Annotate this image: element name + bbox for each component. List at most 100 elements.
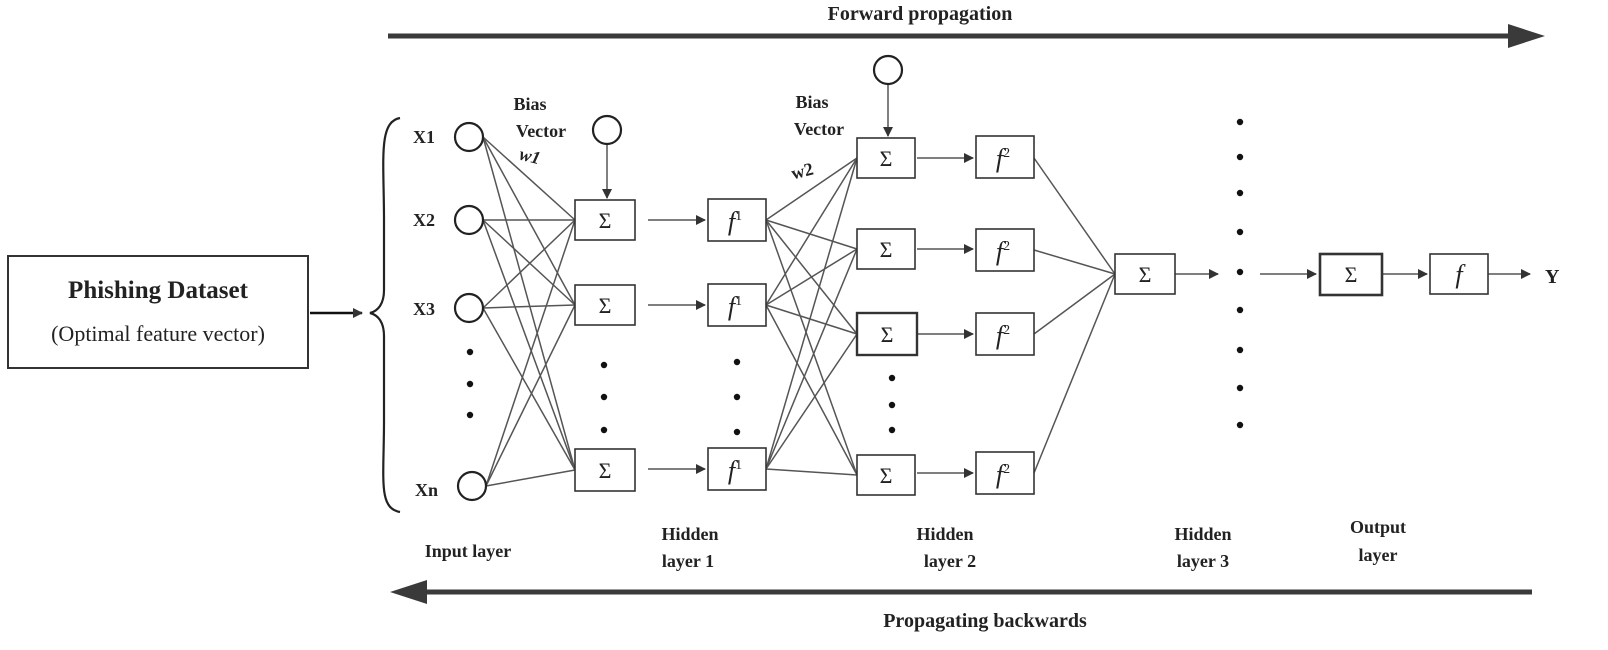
svg-text:f1: f1: [728, 207, 742, 236]
activation-f1-exponent: 1: [735, 209, 742, 224]
weight-line: [765, 468, 858, 476]
h2-sum-box-1: Σ: [856, 137, 916, 179]
hidden-layer-3-label-line2: layer 3: [1177, 551, 1229, 571]
sum-symbol: Σ: [881, 322, 894, 347]
weight-line: [1033, 273, 1116, 335]
svg-text:f2: f2: [996, 237, 1010, 266]
activation-f2-exponent: 2: [1003, 239, 1010, 254]
w1-label: w1: [517, 144, 542, 168]
weight-line: [1033, 249, 1116, 275]
bias2-vector-label: Vector: [794, 119, 844, 139]
h1-activation-box-n: f1: [707, 447, 767, 491]
weight-line: [765, 248, 858, 470]
h3-ellipsis-dot: [1236, 118, 1244, 126]
sum-symbol: Σ: [1345, 262, 1358, 287]
phishing-dataset-box: [7, 255, 309, 369]
ellipsis-dots: [466, 118, 1244, 436]
h3-ellipsis-dot: [1236, 384, 1244, 392]
h3-ellipsis-dot: [1236, 153, 1244, 161]
hidden-layer-1-label-line1: Hidden: [661, 524, 718, 544]
svg-text:f1: f1: [728, 292, 742, 321]
weight-line: [1033, 157, 1116, 275]
w2-label: w2: [789, 159, 815, 184]
h1-sum-ellipsis-dot: [600, 426, 608, 434]
h1-sum-box-2: Σ: [574, 284, 636, 326]
activation-f2-exponent: 2: [1003, 146, 1010, 161]
h3-ellipsis-dot: [1236, 421, 1244, 429]
activation-f1: f: [728, 292, 739, 321]
input-label-xn: Xn: [415, 480, 438, 500]
activation-f2-exponent: 2: [1003, 323, 1010, 338]
h1-activation-ellipsis-dot: [733, 358, 741, 366]
sum-symbol: Σ: [599, 208, 612, 233]
h1-sum-box-n: Σ: [574, 448, 636, 492]
output-activation-box: f: [1429, 253, 1489, 295]
sum-symbol: Σ: [599, 293, 612, 318]
input-brace: [369, 116, 401, 514]
weight-line: [765, 219, 858, 476]
weight-line: [482, 136, 576, 306]
activation-f1-exponent: 1: [735, 294, 742, 309]
h3-ellipsis-dot: [1236, 346, 1244, 354]
weight-line: [765, 304, 858, 335]
activation-f2: f: [996, 237, 1007, 266]
h2-ellipsis-dot: [888, 374, 896, 382]
input-label-x3: X3: [413, 299, 435, 319]
weight-line: [482, 136, 576, 221]
weight-line: [485, 469, 576, 487]
h1-activation-ellipsis-dot: [733, 393, 741, 401]
h3-ellipsis-dot: [1236, 306, 1244, 314]
bias1-label: Bias: [513, 94, 546, 114]
bias1-node: [591, 114, 623, 146]
h3-ellipsis-dot: [1236, 228, 1244, 236]
output-layer-label-line2: layer: [1359, 545, 1398, 565]
output-y-label: Y: [1545, 266, 1560, 288]
h1-sum-box-1: Σ: [574, 199, 636, 241]
hidden-layer-2-label-line1: Hidden: [916, 524, 973, 544]
h2-activation-box-3: f2: [975, 312, 1035, 356]
input-ellipsis-dot: [466, 411, 474, 419]
weight-line: [485, 219, 576, 487]
sum-symbol: Σ: [880, 237, 893, 262]
input-node-x1: [453, 121, 485, 153]
activation-f1: f: [728, 456, 739, 485]
weight-line: [765, 304, 858, 476]
weight-line: [482, 307, 576, 471]
h2-activation-box-1: f2: [975, 135, 1035, 179]
backward-propagation-label: Propagating backwards: [883, 610, 1087, 632]
activation-f2: f: [996, 321, 1007, 350]
dataset-subtitle: (Optimal feature vector): [51, 321, 265, 346]
h1-sum-ellipsis-dot: [600, 393, 608, 401]
hidden-layer-2-label-line2: layer 2: [924, 551, 976, 571]
weight-line: [482, 219, 576, 309]
dataset-title: Phishing Dataset: [68, 277, 249, 304]
output-sum-box: Σ: [1318, 252, 1384, 297]
input-ellipsis-dot: [466, 380, 474, 388]
bias2-node: [872, 54, 904, 86]
weight-line: [765, 157, 858, 470]
svg-text:f2: f2: [996, 144, 1010, 173]
activation-f2: f: [996, 144, 1007, 173]
h3-sum-box: Σ: [1114, 253, 1176, 295]
input-label-x2: X2: [413, 210, 435, 230]
weight-connections: [482, 84, 1531, 487]
h2-sum-box-3: Σ: [855, 311, 919, 357]
weight-line: [765, 248, 858, 306]
weight-line: [765, 333, 858, 470]
bias2-label: Bias: [795, 92, 828, 112]
weight-line: [485, 304, 576, 487]
h3-ellipsis-dot: [1236, 268, 1244, 276]
svg-text:f1: f1: [728, 456, 742, 485]
h1-activation-ellipsis-dot: [733, 428, 741, 436]
weight-line: [482, 219, 576, 471]
input-ellipsis-dot: [466, 348, 474, 356]
sum-symbol: Σ: [880, 146, 893, 171]
h2-activation-box-2: f2: [975, 228, 1035, 272]
bias1-vector-label: Vector: [516, 121, 566, 141]
forward-propagation-label: Forward propagation: [828, 3, 1013, 25]
h3-ellipsis-dot: [1236, 189, 1244, 197]
activation-f1-exponent: 1: [735, 458, 742, 473]
weight-line: [765, 157, 858, 306]
sum-symbol: Σ: [880, 463, 893, 488]
